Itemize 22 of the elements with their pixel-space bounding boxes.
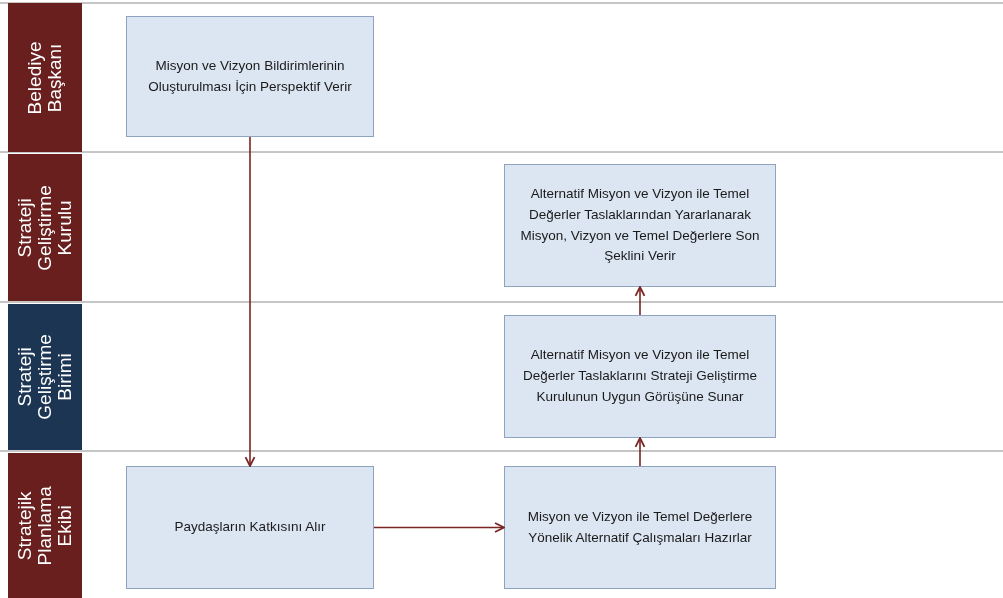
lane-label: Strateji Geliştirme Kurulu: [15, 184, 75, 271]
lane-header: [8, 304, 82, 450]
arrow: [634, 286, 646, 316]
lane-header: [8, 3, 82, 152]
arrow: [634, 437, 646, 467]
lane-header: [8, 154, 82, 301]
lane-header: [8, 453, 82, 598]
process-text: Misyon ve Vizyon Bildirimlerinin Oluşturulması İçin Perspektif Verir: [147, 56, 353, 96]
process-text: Misyon ve Vizyon ile Temel Değerlere Yönelik Alternatif Çalışmaları Hazırlar: [526, 507, 754, 547]
process-box: [126, 466, 374, 589]
lane-label: Belediye Başkanı: [25, 40, 65, 115]
arrow: [373, 522, 505, 533]
lane-label: Stratejik Planlama Ekibi: [15, 485, 75, 566]
process-text: Paydaşların Katkısını Alır: [174, 518, 326, 537]
process-box: [504, 315, 776, 438]
process-text: Alternatif Misyon ve Vizyon ile Temel Değerler Taslaklarını Strateji Geliştirme Kurulunun Uygun Görüşüne Sunar: [522, 346, 758, 406]
process-box: [504, 164, 776, 287]
process-text: Alternatif Misyon ve Vizyon ile Temel Değerler Taslaklarından Yararlanarak Misyon, Vizyon ve Temel Değerlere Son Şeklini Verir: [519, 184, 761, 266]
process-box: [504, 466, 776, 589]
arrow: [244, 136, 256, 467]
lane-label: Strateji Geliştirme Birimi: [15, 334, 75, 420]
process-box: [126, 16, 374, 137]
